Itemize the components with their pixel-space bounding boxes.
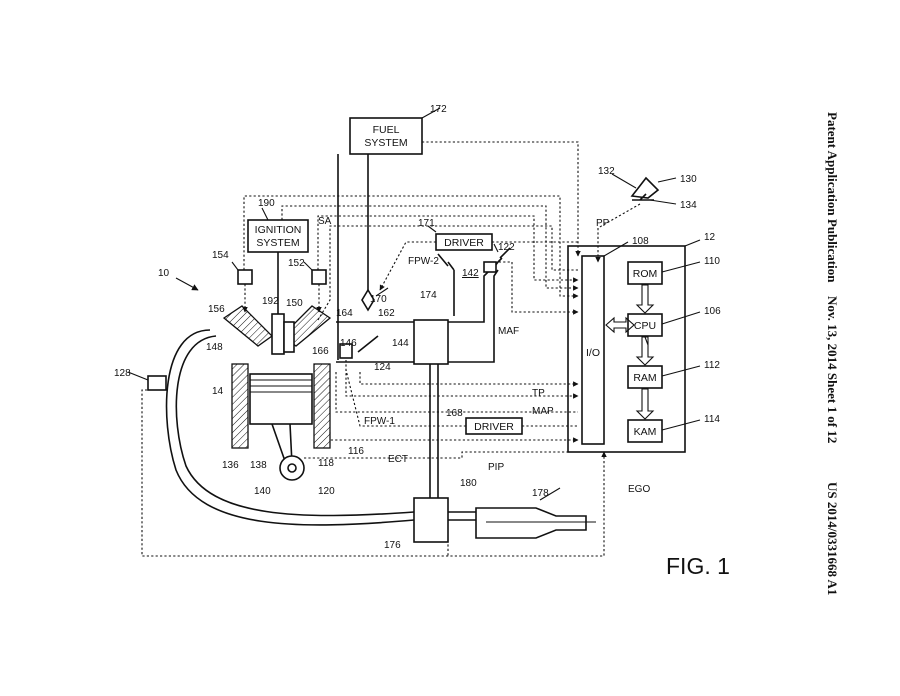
fuel-system-box bbox=[349, 117, 423, 155]
cpu-ram-bus-arrow bbox=[635, 336, 655, 366]
ref-156: 156 bbox=[208, 304, 225, 315]
ref-170: 170 bbox=[370, 294, 387, 305]
ref-124: 124 bbox=[374, 362, 391, 373]
ref-106: 106 bbox=[704, 306, 721, 317]
ref-112: 112 bbox=[704, 360, 720, 371]
signal-ego: EGO bbox=[628, 484, 650, 495]
ref-132: 132 bbox=[598, 166, 615, 177]
sensor-128 bbox=[147, 375, 167, 391]
exhaust-system bbox=[147, 375, 596, 539]
ref-114: 114 bbox=[704, 414, 720, 425]
ref-140: 140 bbox=[254, 486, 271, 497]
ref-144: 144 bbox=[392, 338, 409, 349]
ignition-system-label-2: SYSTEM bbox=[256, 237, 299, 249]
header-publication: Patent Application Publication bbox=[825, 112, 840, 283]
ref-118: 118 bbox=[318, 458, 334, 469]
ignition-system-box bbox=[247, 219, 309, 253]
signal-pip: PIP bbox=[488, 462, 504, 473]
ref-146: 146 bbox=[340, 338, 357, 349]
ram-kam-bus-arrow bbox=[635, 388, 655, 420]
io-cpu-bus-arrow bbox=[605, 316, 635, 334]
ref-122: 122 bbox=[498, 242, 515, 253]
ref-142: 142 bbox=[462, 268, 479, 279]
driver-fpw1-label: DRIVER bbox=[474, 421, 514, 433]
ref-171: 171 bbox=[418, 218, 435, 229]
signal-ect: ECT bbox=[388, 454, 408, 465]
ref-150: 150 bbox=[286, 298, 303, 309]
figure-label: FIG. 1 bbox=[666, 553, 730, 579]
ref-14: 14 bbox=[212, 386, 224, 397]
ref-176: 176 bbox=[384, 540, 401, 551]
io-block bbox=[581, 255, 605, 445]
signal-fpw1: FPW-1 bbox=[364, 416, 395, 427]
fuel-system-label-1: FUEL bbox=[373, 124, 400, 136]
cylinder-wall-right bbox=[313, 363, 331, 449]
ref-138: 138 bbox=[250, 460, 267, 471]
ref-116: 116 bbox=[348, 446, 364, 457]
rom-cpu-bus-arrow bbox=[635, 284, 655, 314]
cpu-block bbox=[627, 313, 663, 337]
driver-fpw2-label: DRIVER bbox=[444, 237, 484, 249]
cpu-label: CPU bbox=[634, 320, 656, 332]
signal-fpw2: FPW-2 bbox=[408, 256, 439, 267]
fuel-system-label-2: SYSTEM bbox=[364, 137, 407, 149]
intake-manifold bbox=[336, 247, 579, 543]
ram-label: RAM bbox=[633, 372, 656, 384]
rom-label: ROM bbox=[633, 268, 658, 280]
ref-162: 162 bbox=[378, 308, 395, 319]
io-label: I/O bbox=[586, 347, 600, 359]
ref-168: 168 bbox=[446, 408, 463, 419]
egr-valve-176 bbox=[413, 497, 449, 543]
accelerator-pedal bbox=[595, 173, 677, 263]
ref-108: 108 bbox=[632, 236, 649, 247]
sensor-154 bbox=[237, 269, 253, 285]
ref-130: 130 bbox=[680, 174, 697, 185]
ref-110: 110 bbox=[704, 256, 720, 267]
ref-164: 164 bbox=[336, 308, 353, 319]
piston bbox=[249, 373, 313, 425]
ref-128: 128 bbox=[114, 368, 131, 379]
signal-map: MAP bbox=[532, 406, 554, 417]
ref-174: 174 bbox=[420, 290, 437, 301]
signal-pp: PP bbox=[596, 218, 610, 229]
ref-10: 10 bbox=[158, 268, 170, 279]
header-number: US 2014/0331668 A1 bbox=[825, 482, 840, 595]
ref-190: 190 bbox=[258, 198, 275, 209]
controller: I/O ROM CPU RAM KAM bbox=[567, 239, 701, 453]
cylinder-wall-left bbox=[231, 363, 249, 449]
kam-label: KAM bbox=[634, 426, 657, 438]
ref-148: 148 bbox=[206, 342, 223, 353]
ignition-system-label-1: IGNITION bbox=[255, 224, 302, 236]
engine-cylinder bbox=[165, 305, 478, 526]
ref-120: 120 bbox=[318, 486, 335, 497]
rom-block bbox=[627, 261, 663, 285]
ref-154: 154 bbox=[212, 250, 229, 261]
throttle-174 bbox=[413, 319, 449, 365]
ref-166: 166 bbox=[312, 346, 329, 357]
ref-180: 180 bbox=[460, 478, 477, 489]
ref-134: 134 bbox=[680, 200, 697, 211]
catalyst-178 bbox=[475, 507, 587, 539]
ref-136: 136 bbox=[222, 460, 239, 471]
signal-tp: TP bbox=[532, 388, 545, 399]
ref-192: 192 bbox=[262, 296, 279, 307]
kam-block bbox=[627, 419, 663, 443]
header-date-sheet: Nov. 13, 2014 Sheet 1 of 12 bbox=[825, 296, 840, 443]
ref-152: 152 bbox=[288, 258, 305, 269]
sensor-152 bbox=[311, 269, 327, 285]
ref-178: 178 bbox=[532, 488, 549, 499]
signal-maf: MAF bbox=[498, 326, 519, 337]
ref-12: 12 bbox=[704, 232, 716, 243]
ref-172: 172 bbox=[430, 104, 447, 115]
ram-block bbox=[627, 365, 663, 389]
signal-sa: SA bbox=[318, 216, 332, 227]
